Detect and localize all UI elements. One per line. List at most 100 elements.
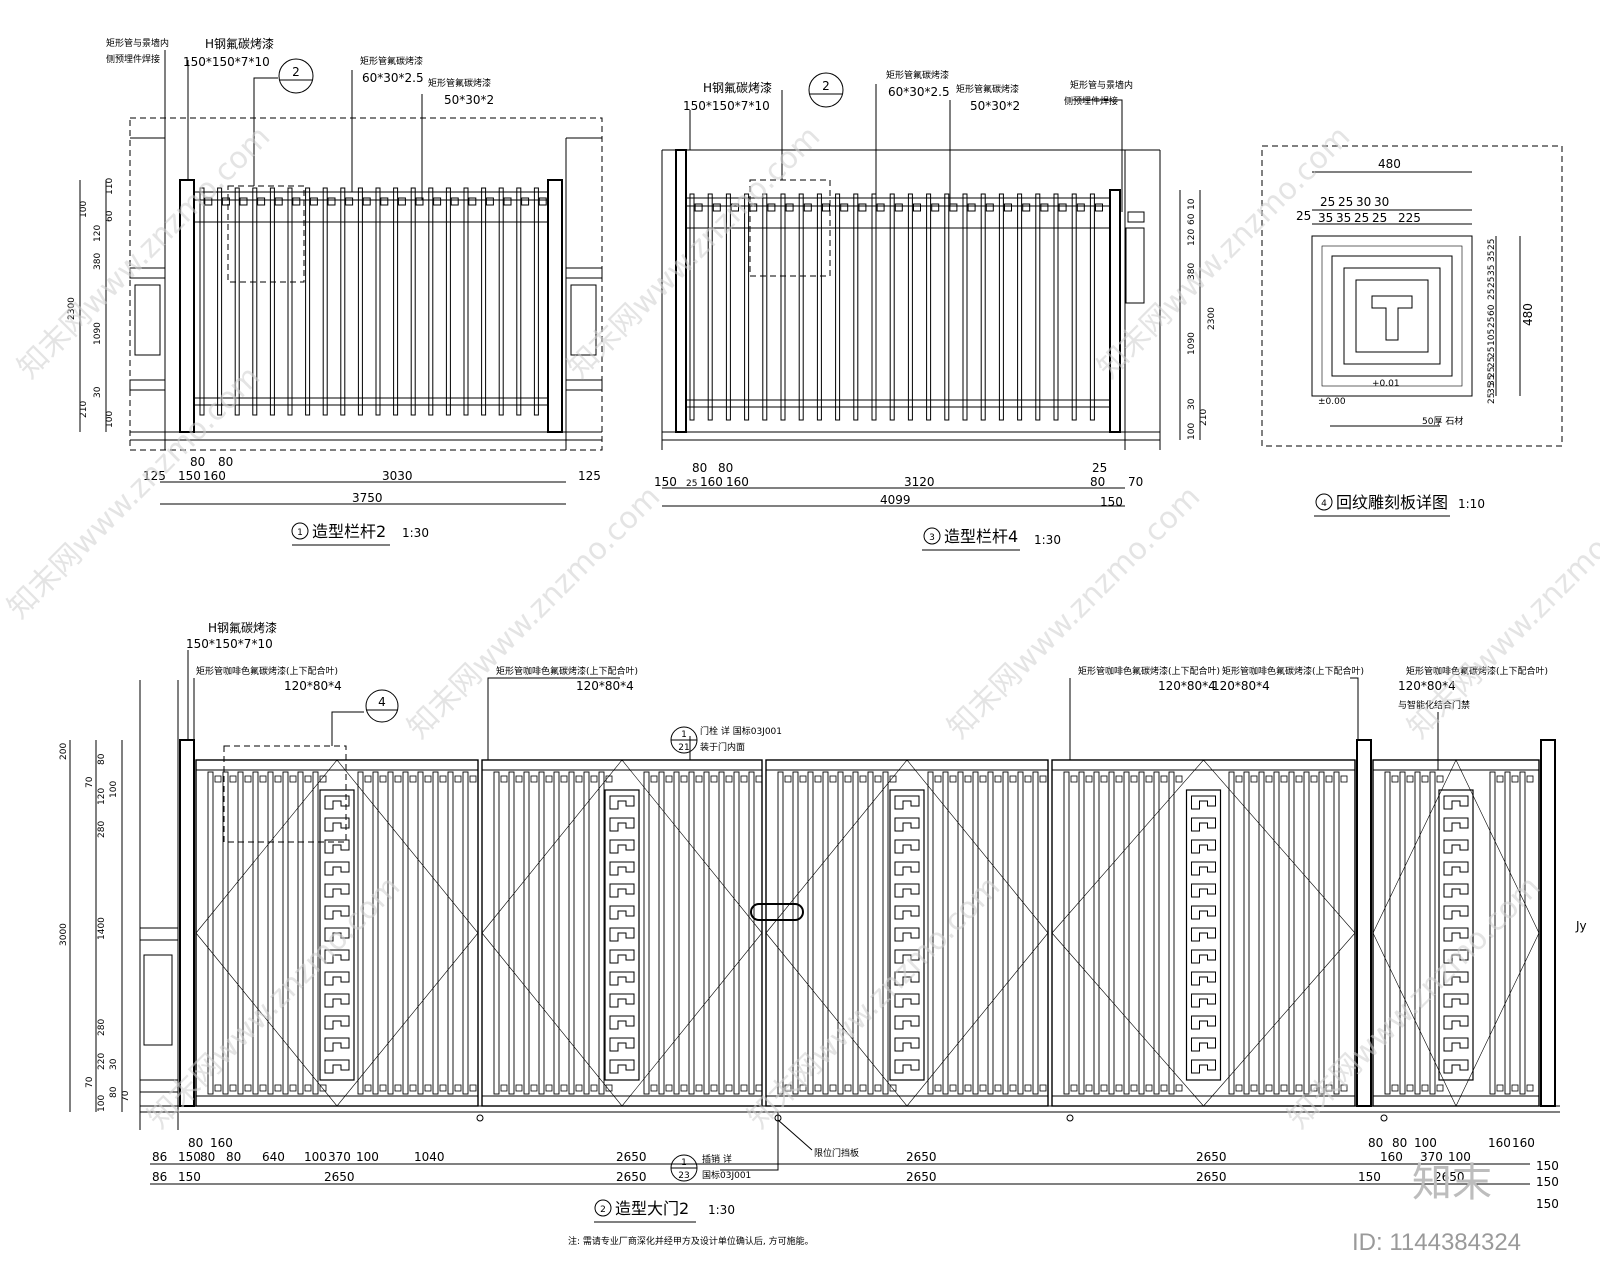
post-right bbox=[547, 179, 563, 433]
railing4-square bbox=[967, 203, 976, 212]
pd-r-13: 25 bbox=[1487, 393, 1497, 404]
gate-meander-motif bbox=[1191, 817, 1216, 832]
gate-bottom-square bbox=[319, 1084, 327, 1092]
gate-top-square bbox=[1130, 775, 1138, 783]
gate-bar bbox=[1078, 771, 1085, 1095]
railing4-square bbox=[694, 203, 703, 212]
gate-top-square bbox=[1325, 775, 1333, 783]
gate-top-square bbox=[469, 775, 477, 783]
railing2-square bbox=[397, 197, 406, 206]
gate-bar bbox=[718, 771, 725, 1095]
gate-top-square bbox=[259, 775, 267, 783]
g-v-200: 200 bbox=[59, 743, 69, 760]
gate-label-rect-mid: 矩形管咖啡色氟碳烤漆(上下配合叶) bbox=[496, 665, 638, 677]
g-h2-3: 2650 bbox=[616, 1170, 647, 1184]
railing2-square bbox=[450, 197, 459, 206]
gate-top-square bbox=[394, 775, 402, 783]
leader-wall bbox=[1072, 99, 1123, 212]
gate-bottom-square bbox=[874, 1084, 882, 1092]
gate-bar bbox=[462, 771, 469, 1095]
gate-top-square bbox=[889, 775, 897, 783]
g-v-220: 220 bbox=[97, 1053, 107, 1070]
gate-bottom-square bbox=[784, 1084, 792, 1092]
gate-bar bbox=[1153, 771, 1160, 1095]
railing2-bar bbox=[410, 187, 416, 416]
gate-bottom-square bbox=[680, 1084, 688, 1092]
railing4-square bbox=[767, 203, 776, 212]
gate-meander-motif bbox=[609, 1037, 635, 1052]
gate-bottom-square bbox=[259, 1084, 267, 1092]
gate-bar bbox=[1399, 771, 1406, 1095]
gate-label-rect-left: 矩形管咖啡色氟碳烤漆(上下配合叶) bbox=[196, 665, 338, 677]
g-v-80b: 80 bbox=[109, 1086, 119, 1098]
railing2-bar bbox=[393, 187, 399, 416]
gate-bottom-square bbox=[1175, 1084, 1183, 1092]
left-wall-panel bbox=[143, 954, 173, 1046]
gate-detail-box bbox=[223, 745, 347, 843]
railing2-square bbox=[485, 197, 494, 206]
gate-leaf-diagonal bbox=[195, 759, 479, 1107]
g-h1-19: 100 bbox=[1448, 1150, 1471, 1164]
gate-bar bbox=[207, 771, 214, 1095]
railing4-bar bbox=[835, 193, 841, 421]
gate-bar bbox=[1063, 771, 1070, 1095]
gate-meander-motif bbox=[1191, 905, 1216, 920]
gate-bottom-square bbox=[979, 1084, 987, 1092]
view-3-number: 3 bbox=[929, 533, 935, 543]
gate-bar bbox=[957, 771, 964, 1095]
gate-top-square bbox=[964, 775, 972, 783]
pd-top-r1-3: 30 bbox=[1374, 195, 1389, 209]
gate-meander-motif bbox=[1191, 1059, 1216, 1074]
gate-bar bbox=[357, 771, 364, 1095]
gate-bar bbox=[1228, 771, 1235, 1095]
gate-bar bbox=[807, 771, 814, 1095]
gate-top-square bbox=[319, 775, 327, 783]
gate-meander-motif bbox=[1191, 883, 1216, 898]
gate-top-square bbox=[755, 775, 763, 783]
left-wall-band bbox=[139, 1079, 179, 1093]
label-rect2: 矩形管氟碳烤漆 bbox=[956, 83, 1019, 95]
v3-h-25b: 25 bbox=[1092, 461, 1107, 475]
pd-r-5: 60 bbox=[1487, 304, 1497, 316]
gate-meander-motif bbox=[609, 839, 635, 854]
railing2-bar bbox=[199, 187, 205, 416]
gate-bar bbox=[297, 771, 304, 1095]
v3-h-3120: 3120 bbox=[904, 475, 935, 489]
wall-left-band bbox=[129, 379, 166, 391]
gate-meander-motif bbox=[1443, 817, 1469, 832]
gate-top-square bbox=[560, 775, 568, 783]
g-h1-12: 2650 bbox=[906, 1150, 937, 1164]
leader-bolt bbox=[720, 1112, 779, 1171]
pd-top-r2-4: 25 bbox=[1372, 211, 1387, 225]
g-h1-0: 86 bbox=[152, 1150, 167, 1164]
v1-h-160: 160 bbox=[203, 469, 226, 483]
gate-bar bbox=[402, 771, 409, 1095]
gate-bottom-square bbox=[1436, 1084, 1444, 1092]
v3-dim-1090: 1090 bbox=[1187, 332, 1197, 355]
v1-h-80b: 80 bbox=[218, 455, 233, 469]
gate-top-square bbox=[1280, 775, 1288, 783]
g-v-80a: 80 bbox=[97, 753, 107, 765]
meander-center-t bbox=[1371, 295, 1413, 341]
gate-meander-motif bbox=[324, 993, 350, 1008]
railing4-bar bbox=[1035, 193, 1041, 421]
pd-level-1: ±0.00 bbox=[1318, 397, 1346, 407]
railing4-square bbox=[931, 203, 940, 212]
gate-bottom-square bbox=[530, 1084, 538, 1092]
pd-r-0: 25 bbox=[1487, 239, 1497, 250]
gate-meander-motif bbox=[894, 949, 920, 964]
leader-rect-left-2 bbox=[487, 677, 620, 760]
gate-label-h-steel-size: 150*150*7*10 bbox=[186, 637, 273, 651]
gate-bottom-square bbox=[844, 1084, 852, 1092]
v3-dim-120: 120 bbox=[1187, 229, 1197, 246]
gate-meander-motif bbox=[1191, 839, 1216, 854]
wall-outline bbox=[129, 117, 603, 451]
gate-bar bbox=[508, 771, 515, 1095]
gate-bar bbox=[1258, 771, 1265, 1095]
gate-top-square bbox=[949, 775, 957, 783]
railing2-square bbox=[327, 197, 336, 206]
g-v-70b: 70 bbox=[85, 1076, 95, 1088]
gate-bar bbox=[658, 771, 665, 1095]
gate-top-square bbox=[575, 775, 583, 783]
gate-bar bbox=[417, 771, 424, 1095]
